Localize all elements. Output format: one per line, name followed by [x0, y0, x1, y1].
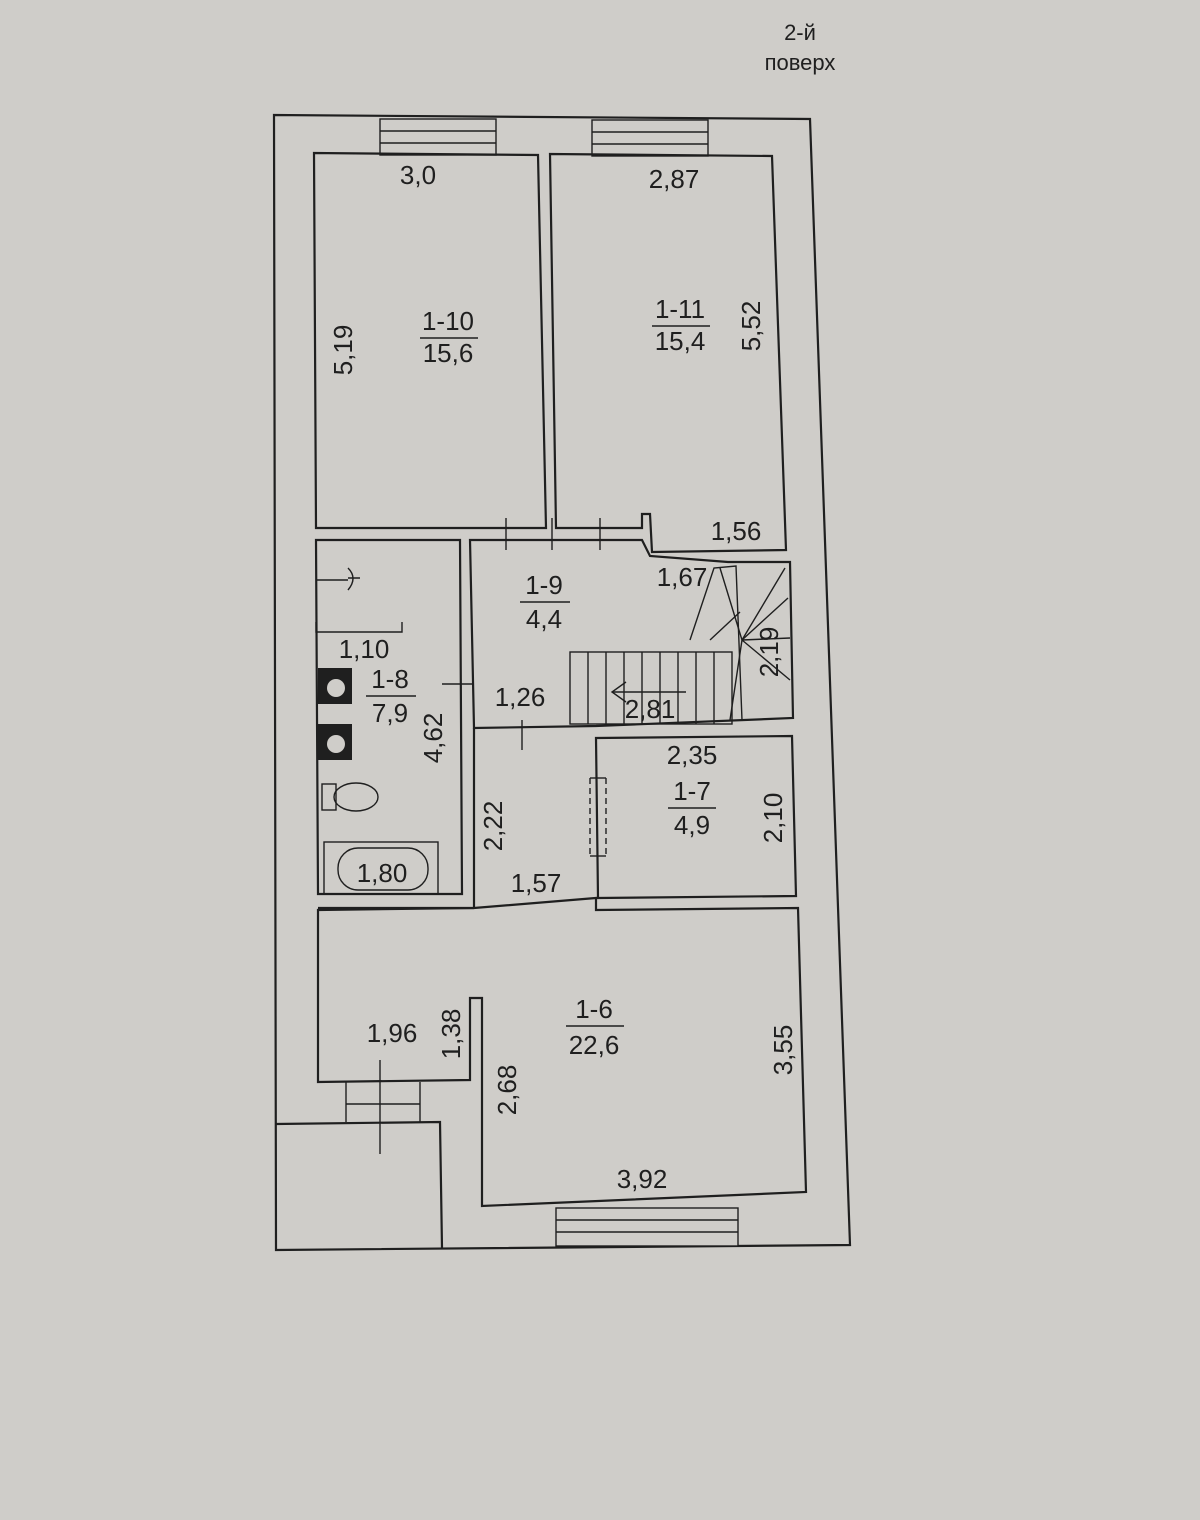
room-1-6-label: 1-6 22,6	[566, 994, 624, 1060]
dim-corridor-length: 2,22	[478, 801, 508, 852]
room-id: 1-7	[673, 776, 711, 806]
room-id: 1-10	[422, 306, 474, 336]
dim-1-11-width: 2,87	[649, 164, 700, 194]
toilet-icon	[321, 782, 379, 812]
dim-1-7-width: 2,35	[667, 740, 718, 770]
room-1-11-label: 1-11 15,4	[652, 294, 710, 356]
room-area: 15,4	[655, 326, 706, 356]
dim-1-7-length: 2,10	[758, 793, 788, 844]
dim-1-6-nook-width: 1,96	[367, 1018, 418, 1048]
dim-1-6-left-length: 2,68	[492, 1065, 522, 1116]
dim-1-8-width: 1,10	[339, 634, 390, 664]
dim-1-8-length: 4,62	[418, 713, 448, 764]
dim-bathtub: 1,80	[357, 858, 408, 888]
dim-1-11-notch: 1,56	[711, 516, 762, 546]
window-top-right	[591, 119, 709, 157]
dim-1-10-width: 3,0	[400, 160, 436, 190]
room-id: 1-11	[655, 294, 705, 324]
window-bottom	[555, 1207, 739, 1247]
dim-stair-top: 1,67	[657, 562, 708, 592]
floor-label-line1: 2-й	[784, 20, 816, 45]
room-1-8-outline	[314, 538, 464, 896]
dim-1-6-nook-length: 1,38	[436, 1009, 466, 1060]
room-1-9-label: 1-9 4,4	[520, 570, 570, 634]
room-area: 15,6	[423, 338, 474, 368]
room-area: 7,9	[372, 698, 408, 728]
room-1-11-outline	[548, 152, 788, 554]
dim-1-6-width: 3,92	[617, 1164, 668, 1194]
dim-1-6-right-length: 3,55	[768, 1025, 798, 1076]
room-area: 4,9	[674, 810, 710, 840]
dim-stair-side: 2,19	[754, 627, 784, 678]
room-1-7-outline	[594, 734, 798, 900]
room-1-8-label: 1-8 7,9	[366, 664, 416, 728]
dim-1-11-length: 5,52	[736, 301, 766, 352]
room-1-7-label: 1-7 4,9	[668, 776, 716, 840]
room-1-6-outline	[316, 896, 808, 1208]
sink-icon	[318, 668, 352, 704]
staircase	[569, 565, 791, 725]
room-area: 22,6	[569, 1030, 620, 1060]
dim-1-10-length: 5,19	[328, 325, 358, 376]
room-1-10-label: 1-10 15,6	[420, 306, 478, 368]
dim-stair-flight: 2,81	[625, 694, 676, 724]
room-1-9-outline	[468, 538, 795, 730]
outer-wall	[272, 113, 852, 1252]
bathtub-icon	[323, 841, 439, 895]
room-id: 1-9	[525, 570, 563, 600]
dim-1-9-width: 1,26	[495, 682, 546, 712]
sink-icon-2	[318, 724, 352, 760]
dim-corridor-width: 1,57	[511, 868, 562, 898]
room-area: 4,4	[526, 604, 562, 634]
room-1-10-outline	[312, 151, 548, 530]
room-id: 1-8	[371, 664, 409, 694]
window-top-left	[379, 118, 497, 156]
room-id: 1-6	[575, 994, 613, 1024]
floor-label-line2: поверх	[765, 50, 836, 75]
